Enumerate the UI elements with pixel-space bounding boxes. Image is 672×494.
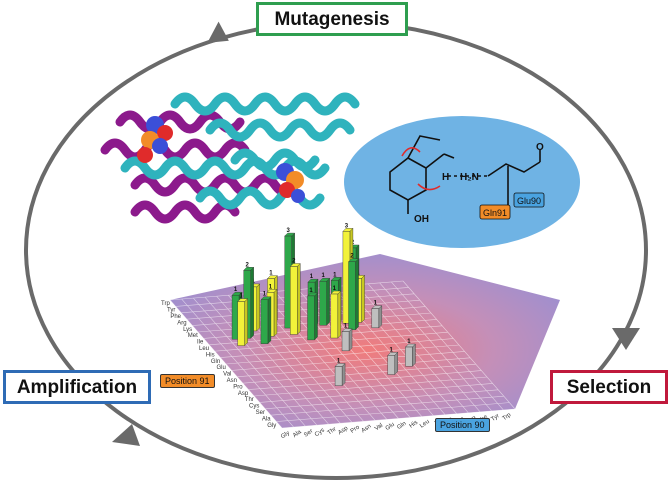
- y-tick-label: Trp: [161, 301, 170, 307]
- y-tick-label: Asp: [238, 391, 249, 397]
- y-tick-label: Ala: [262, 416, 271, 422]
- arrow-to-amplification-icon: [112, 424, 140, 446]
- gln91-tag-box: [479, 204, 511, 220]
- y-tick-label: Asn: [227, 378, 237, 384]
- bar-value-label: 2: [350, 254, 354, 260]
- chart-bar: 2: [289, 258, 301, 335]
- arrow-to-selection-icon: [612, 328, 640, 350]
- y-axis-ticks: TrpTyrPheArgLysMetIleLeuHisGlnGluValAsnP…: [161, 301, 276, 429]
- chart-bar: 1: [319, 273, 331, 326]
- chart-bar: 1: [260, 292, 272, 345]
- mutagenesis-label: Mutagenesis: [256, 2, 408, 36]
- y-tick-label: Thr: [245, 397, 254, 403]
- x-tick-label: Asn: [361, 424, 373, 435]
- x-tick-label: Cys: [314, 427, 326, 438]
- x-tick-label: Asp: [337, 425, 349, 436]
- chart-bar: 1: [387, 347, 399, 376]
- y-tick-label: His: [206, 352, 215, 358]
- y-tick-label: Pro: [233, 384, 243, 390]
- bar-value-label: 3: [287, 228, 291, 234]
- chart-bar: 1: [404, 339, 416, 367]
- bar-value-label: 1: [263, 292, 267, 298]
- bar-value-label: 1: [269, 271, 273, 277]
- protein-structure-image: [100, 92, 360, 224]
- bar-value-label: 3: [345, 223, 349, 229]
- y-tick-label: Gly: [267, 423, 276, 429]
- bar-value-label: 1: [390, 347, 394, 353]
- chart-bar: 1: [330, 286, 342, 339]
- y-tick-label: Val: [223, 372, 231, 378]
- x-tick-label: Val: [374, 423, 384, 433]
- selection-bar-chart: GlyAlaSerCysThrAspProAsnValGluGlnHisLeuI…: [161, 223, 560, 440]
- bar-value-label: 1: [269, 284, 273, 290]
- amine-label: H₂N: [460, 172, 479, 183]
- bar-value-label: 1: [234, 287, 238, 293]
- arrow-to-mutagenesis-icon: [207, 21, 229, 43]
- y-tick-label: Arg: [177, 320, 186, 326]
- bar-value-label: 1: [344, 324, 348, 330]
- y-tick-label: Lys: [183, 327, 192, 333]
- bar-value-label: 1: [239, 294, 243, 300]
- reaction-scheme: OH H₂N H O Gln91 Glu90: [344, 116, 580, 248]
- position-91-tag: Position 91: [160, 374, 215, 388]
- x-tick-label: His: [409, 420, 420, 430]
- bar-value-label: 1: [374, 301, 378, 307]
- glu90-tag: Glu90: [517, 196, 541, 206]
- amplification-label: Amplification: [3, 370, 151, 404]
- bar-value-label: 1: [333, 272, 337, 278]
- x-tick-label: Leu: [419, 419, 431, 430]
- x-tick-label: Gly: [280, 430, 291, 440]
- hydrogen-label: H: [442, 172, 449, 183]
- bar-value-label: 1: [333, 286, 337, 292]
- chart-bar: 1: [237, 294, 249, 347]
- x-tick-label: Glu: [385, 422, 396, 432]
- glu90-tag-box: [513, 192, 545, 208]
- gln91-tag: Gln91: [483, 208, 507, 218]
- bar-value-label: 1: [337, 358, 341, 364]
- x-tick-label: Trp: [502, 412, 513, 422]
- chart-bar: 2: [348, 254, 360, 331]
- y-tick-label: Ile: [197, 340, 204, 346]
- x-tick-label: Ser: [303, 428, 314, 438]
- bar-value-label: 1: [310, 274, 314, 280]
- chart-floor: [170, 254, 560, 428]
- y-tick-label: Cys: [249, 404, 259, 410]
- y-tick-label: Leu: [199, 346, 209, 352]
- y-tick-label: Glu: [216, 365, 225, 371]
- y-tick-label: Ser: [256, 410, 265, 416]
- carbonyl-oxygen-label: O: [536, 142, 544, 153]
- hydroxyl-label: OH: [414, 214, 429, 225]
- y-tick-label: Gln: [211, 359, 220, 365]
- x-tick-label: Pro: [350, 424, 362, 435]
- x-tick-label: Thr: [327, 426, 338, 436]
- y-tick-label: Phe: [170, 314, 181, 320]
- chart-bar: 1: [371, 301, 383, 329]
- x-tick-label: Tyr: [490, 413, 500, 423]
- bar-value-label: 2: [246, 262, 250, 268]
- bar-value-label: 2: [292, 258, 296, 264]
- y-tick-label: Met: [188, 333, 198, 339]
- chart-bar: 1: [307, 288, 319, 341]
- bar-value-label: 1: [407, 339, 411, 345]
- x-tick-label: Gln: [396, 421, 407, 431]
- bar-value-label: 1: [309, 288, 313, 294]
- x-tick-label: Ala: [292, 429, 303, 439]
- y-tick-label: Tyr: [167, 308, 175, 314]
- position-90-tag: Position 90: [435, 418, 490, 432]
- reaction-background: [344, 116, 580, 248]
- selection-label: Selection: [550, 370, 668, 404]
- chart-bar: 1: [334, 358, 346, 387]
- bar-value-label: 1: [321, 273, 325, 279]
- chart-bar: 1: [341, 324, 353, 352]
- chart-bars: 12131113112122111111111: [231, 223, 416, 387]
